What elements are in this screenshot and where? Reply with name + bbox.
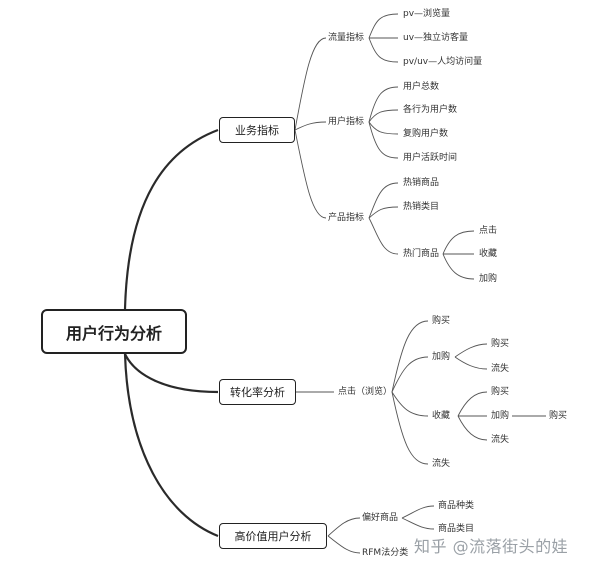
click-browse-label: 点击（浏览）	[338, 387, 393, 397]
conversion-analysis-node: 转化率分析	[219, 379, 296, 405]
user-active-time-label: 用户活跃时间	[403, 153, 458, 163]
popular-products-label: 热门商品	[403, 249, 440, 259]
hot-categories-label: 热销类目	[403, 202, 440, 212]
zhihu-watermark: 知乎 @流落街头的娃	[414, 537, 569, 556]
buy-label: 购买	[432, 316, 451, 326]
cart-buy-label: 购买	[491, 339, 510, 349]
users-per-action-label: 各行为用户数	[403, 105, 458, 115]
business-metrics-node: 业务指标	[219, 117, 295, 143]
fav-lost-label: 流失	[491, 435, 510, 445]
add-to-cart-label: 加购	[479, 274, 498, 284]
favorite-label: 收藏	[479, 249, 498, 259]
traffic-metrics-label: 流量指标	[328, 33, 365, 43]
fav-cart-buy-label: 购买	[549, 411, 568, 421]
click-label: 点击	[479, 226, 498, 236]
pv-label: pv—浏览量	[403, 9, 451, 19]
uv-label: uv—独立访客量	[403, 33, 469, 43]
total-users-label: 用户总数	[403, 82, 440, 92]
pv-per-uv-label: pv/uv—人均访问量	[403, 57, 483, 67]
product-type-label: 商品种类	[438, 501, 475, 511]
preferred-products-label: 偏好商品	[362, 513, 399, 523]
lost-label: 流失	[432, 459, 451, 469]
cart-lost-label: 流失	[491, 364, 510, 374]
product-metrics-label: 产品指标	[328, 213, 365, 223]
fav-label: 收藏	[432, 411, 451, 421]
fav-buy-label: 购买	[491, 387, 510, 397]
repurchase-users-label: 复购用户数	[403, 129, 449, 139]
high-value-user-node: 高价值用户分析	[219, 523, 327, 549]
root-node: 用户行为分析	[41, 309, 187, 354]
cart-label: 加购	[432, 352, 451, 362]
hot-products-label: 热销商品	[403, 178, 440, 188]
user-metrics-label: 用户指标	[328, 117, 365, 127]
product-category-label: 商品类目	[438, 524, 475, 534]
fav-cart-label: 加购	[491, 411, 510, 421]
rfm-label: RFM法分类	[362, 548, 409, 558]
